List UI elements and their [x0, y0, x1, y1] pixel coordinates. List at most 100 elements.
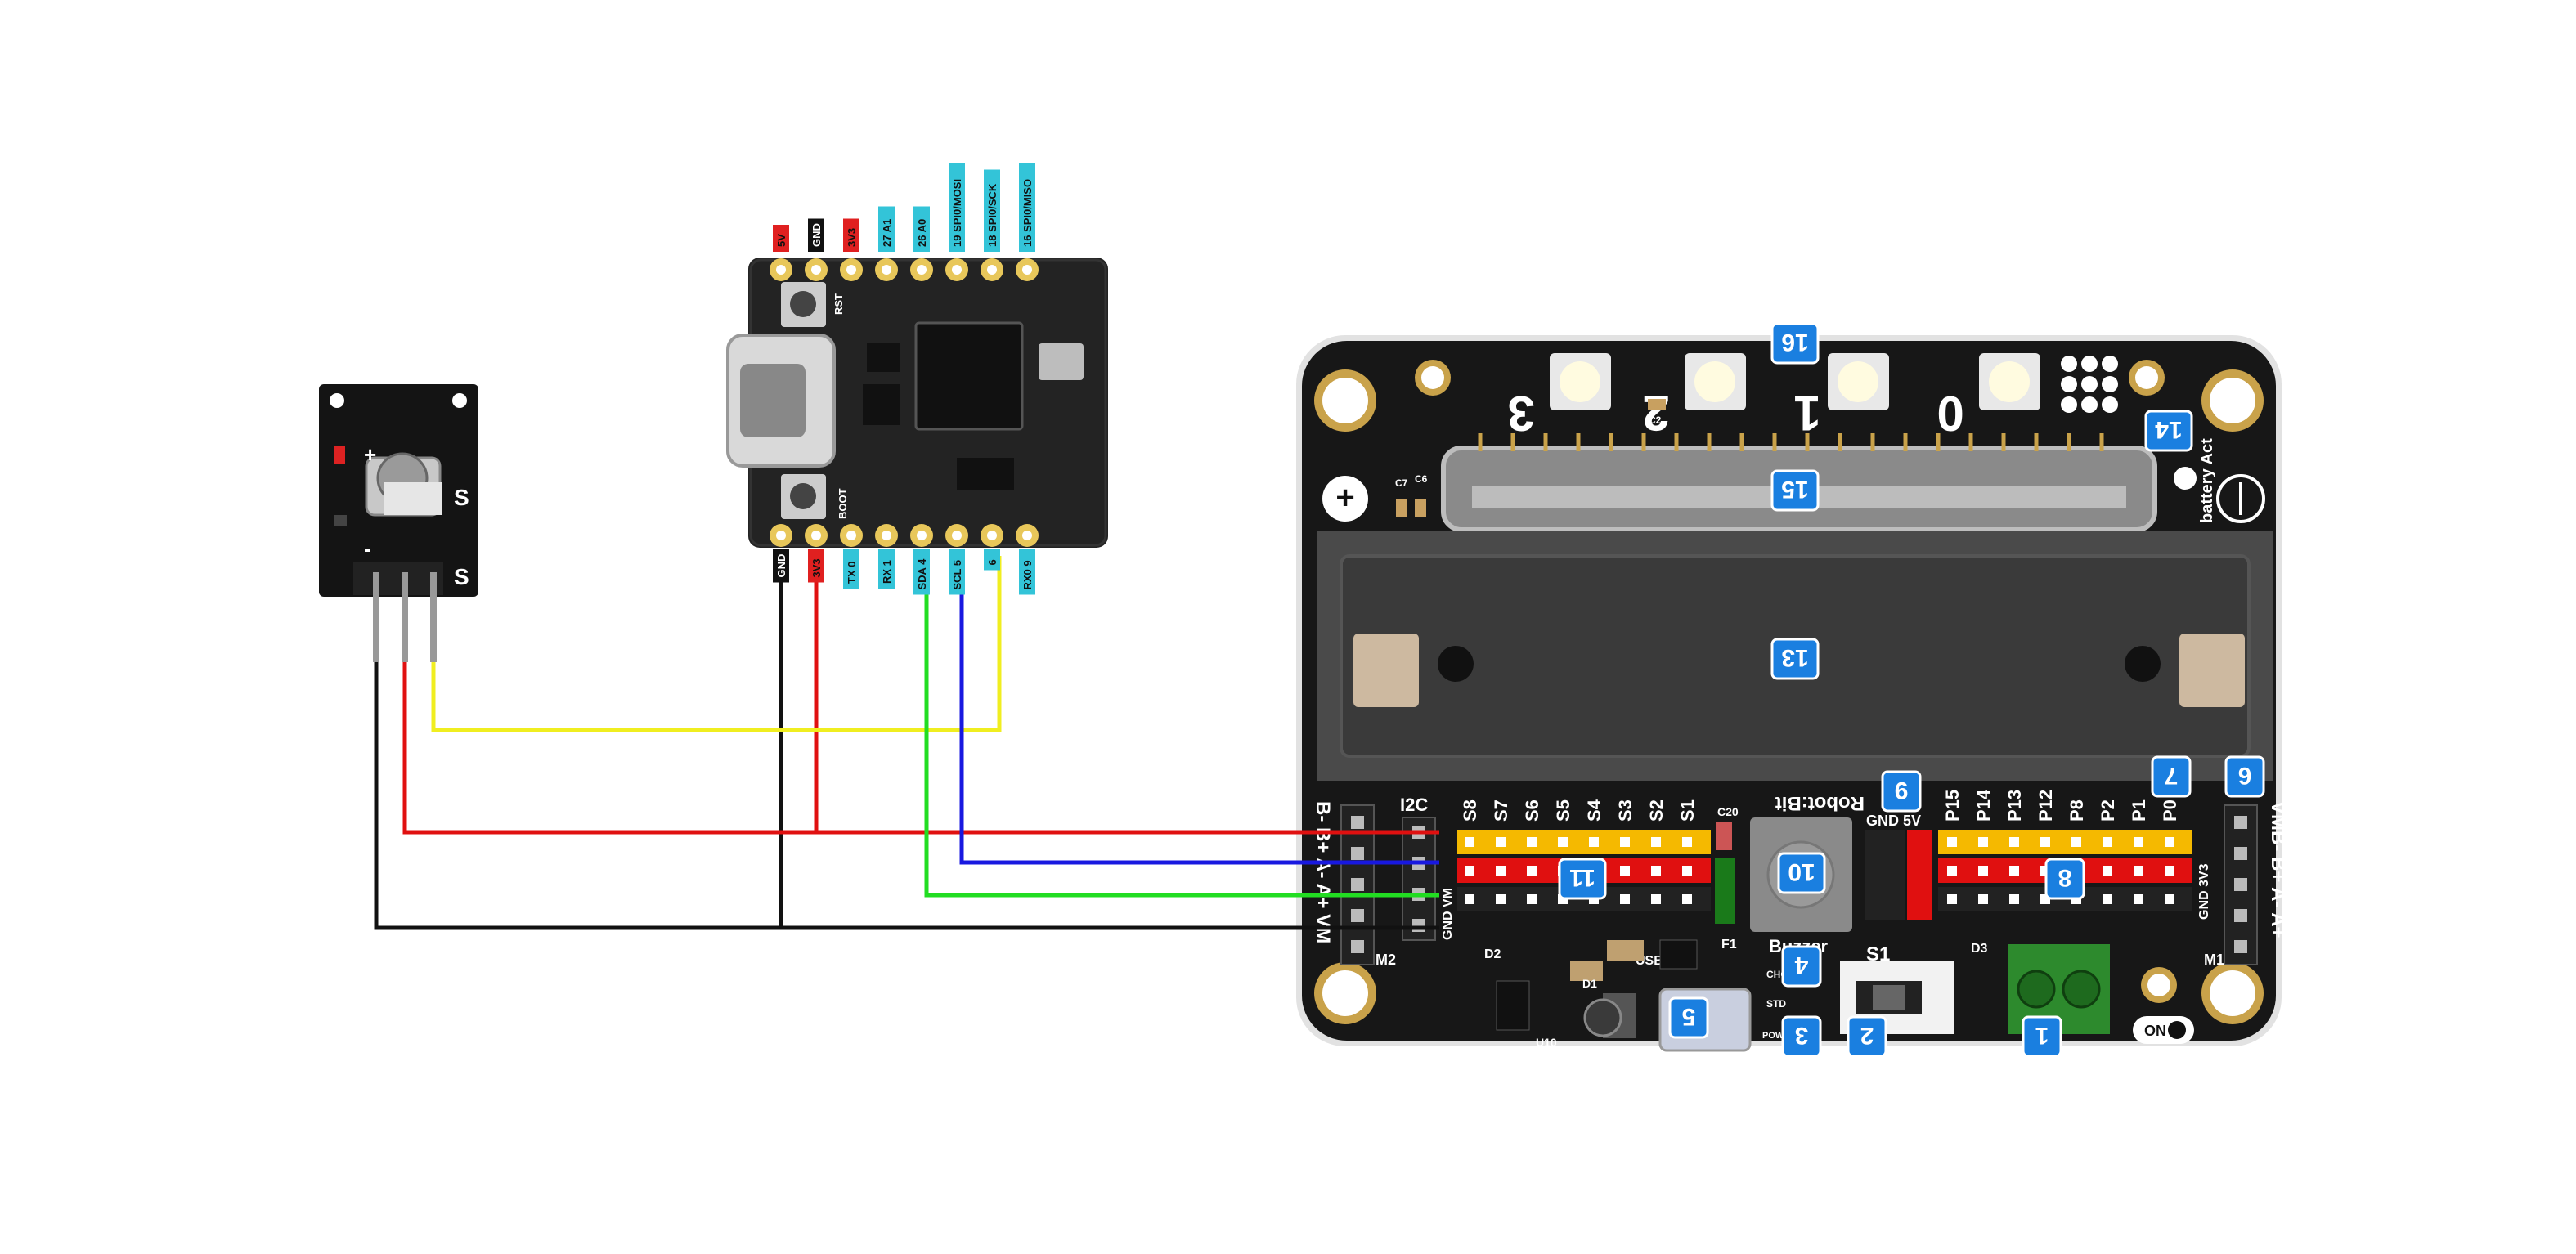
ir-pin-signal: [430, 572, 437, 662]
u10-silk: U10: [1536, 1036, 1557, 1049]
led-number-0: 0: [1936, 386, 1963, 441]
mcu-top-pin-label-3: 27 A1: [881, 219, 893, 247]
servo-pin: [1496, 866, 1506, 876]
callout-badge-9: [1881, 770, 1922, 813]
callout-badge-13: [1770, 638, 1820, 680]
servo-pin: [1682, 894, 1692, 904]
p-pin: [2103, 866, 2112, 876]
p-pin: [1947, 837, 1957, 847]
mcu-top-pin-label-5: 19 SPI0/MOSI: [951, 179, 963, 247]
callout-10: 10: [1788, 858, 1815, 885]
servo-label-s4: S4: [1584, 799, 1604, 822]
callout-badge-1: [2022, 1015, 2062, 1058]
d1-silk: D1: [1582, 977, 1597, 990]
mcu-bottom-pin-label-2: TX 0: [846, 562, 858, 584]
left-header-labels: B- B+ A- A+ VM: [1312, 801, 1334, 943]
mcu-top-pads: [770, 258, 1039, 281]
mcu-bottom-tag-bg-1: [808, 549, 824, 583]
callout-badge-3: [1781, 1015, 1822, 1058]
p-label-p12: P12: [2035, 790, 2056, 822]
mcu-top-pin-label-0: 5V: [775, 234, 788, 247]
battery-switch: [2174, 467, 2197, 490]
c2-silk: C2: [1649, 414, 1662, 426]
c6-silk: C6: [1415, 473, 1428, 485]
ir-label-plus: +: [364, 442, 376, 467]
mcu-top-pin-label-4: 26 A0: [916, 219, 928, 247]
callout-badge-4: [1781, 945, 1822, 988]
mcu-top-tag-bg-4: [913, 206, 930, 252]
callout-badge-2: [1847, 1015, 1887, 1058]
callout-15: 15: [1781, 476, 1808, 503]
p-label-p0: P0: [2160, 799, 2180, 822]
servo-label-s8: S8: [1460, 799, 1480, 822]
p-pin: [2009, 894, 2019, 904]
mcu-top-tag-bg-7: [1019, 163, 1035, 252]
right-header-text: VMB- B+ A- A+: [2267, 801, 2289, 938]
servo-label-s3: S3: [1615, 799, 1636, 822]
p-pin: [2134, 837, 2143, 847]
flash-chip: [1039, 343, 1084, 380]
gnd3v3-silk: GND 3V3: [2197, 863, 2211, 920]
wire-gnd: [374, 646, 1325, 930]
edge-pins: [1478, 433, 2104, 451]
mcu-bottom-pin-label-0: GND: [775, 554, 788, 578]
servo-pin: [1620, 894, 1630, 904]
mcu-top-pin-label-2: 3V3: [846, 228, 858, 247]
servo-pin: [1620, 837, 1630, 847]
mcu-top-tag-bg-3: [878, 206, 895, 252]
p-pin: [2009, 837, 2019, 847]
i2c-silk: I2C: [1400, 795, 1428, 815]
p-pin: [2165, 894, 2174, 904]
servo-label-s5: S5: [1553, 799, 1573, 822]
servo-pin: [1527, 837, 1537, 847]
p-pin: [2165, 866, 2174, 876]
wire-signal: [431, 556, 1002, 732]
mcu-bottom-pin-label-1: 3V3: [810, 558, 823, 577]
servo-pin: [1558, 837, 1568, 847]
battery-silk: battery Act: [2198, 438, 2216, 523]
servo-pin: [1620, 866, 1630, 876]
callout-badge-16: [1770, 322, 1820, 365]
servo-pin: [1682, 837, 1692, 847]
servo-pin: [1465, 894, 1474, 904]
led-number-1: 1: [1793, 386, 1820, 441]
gnd5v-silk: GND 5V: [1866, 813, 1921, 829]
mcu-top-pin-label-7: 16 SPI0/MISO: [1021, 179, 1034, 247]
servo-pin: [1589, 837, 1599, 847]
callout-4: 4: [1794, 952, 1808, 979]
stdby-silk: STD: [1766, 998, 1786, 1010]
callout-badge-7: [2151, 755, 2192, 798]
servo-label-s6: S6: [1522, 799, 1542, 822]
mcu-bottom-tag-bg-3: [878, 549, 895, 589]
svg-text:+: +: [1335, 480, 1354, 516]
callout-2: 2: [1860, 1022, 1874, 1049]
p-label-p14: P14: [1973, 789, 1994, 822]
callout-8: 8: [2058, 864, 2072, 891]
ir-label-signal-bottom: S: [454, 564, 469, 589]
ir-label-signal: S: [454, 485, 469, 510]
mount-holes: [1314, 360, 2264, 1024]
callout-badge-6: [2224, 755, 2265, 798]
gndvm-silk: GND VM: [1441, 888, 1455, 940]
callout-badge-10: [1777, 852, 1826, 894]
rgb-leds: [1550, 353, 2040, 410]
led-number-2: 2: [1642, 386, 1669, 441]
d3-silk: D3: [1971, 942, 1988, 956]
p-label-p1: P1: [2129, 799, 2149, 822]
mcu-top-tag-bg-0: [773, 225, 789, 252]
p-pin: [2134, 894, 2143, 904]
callout-7: 7: [2165, 762, 2179, 789]
mcu-top-tag-bg-6: [984, 169, 1000, 252]
on-silk: ON: [2144, 1023, 2166, 1039]
mcu-top-tag-bg-2: [843, 218, 859, 252]
mcu-chip: [914, 321, 1024, 431]
callout-badge-5: [1668, 996, 1709, 1039]
p-label-p13: P13: [2004, 790, 2025, 822]
ir-label-minus: -: [364, 536, 371, 561]
callout-16: 16: [1781, 329, 1808, 356]
callout-13: 13: [1781, 644, 1808, 671]
mcu-top-tag-bg-1: [808, 218, 824, 252]
